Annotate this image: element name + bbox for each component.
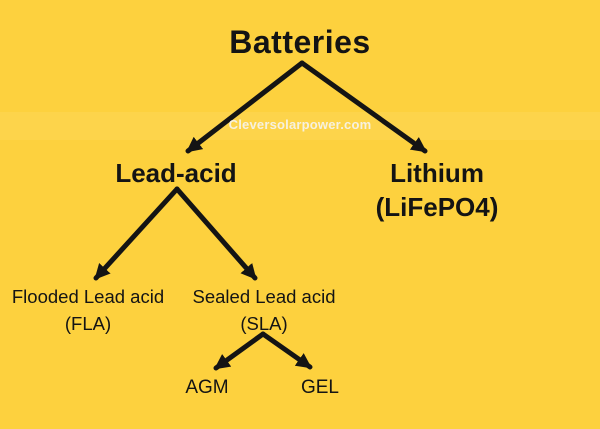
node-flooded-line2: (FLA) [64, 313, 112, 334]
watermark-band [0, 112, 600, 140]
node-lithium-line1: Lithium [390, 158, 484, 188]
node-lithium-line2: (LiFePO4) [375, 192, 499, 222]
arrow-sealed-to-agm [213, 331, 266, 371]
node-sealed-line2: (SLA) [240, 313, 288, 334]
node-flooded-lead-acid: Flooded Lead acid (FLA) [0, 283, 188, 337]
node-agm: AGM [185, 377, 229, 398]
node-gel: GEL [300, 377, 340, 398]
arrow-lead-acid-to-sealed [174, 186, 258, 281]
arrow-batteries-to-lithium [299, 60, 428, 154]
node-lithium: Lithium (LiFePO4) [337, 156, 537, 224]
arrow-sealed-to-gel [260, 331, 313, 370]
node-lead-acid: Lead-acid [115, 158, 237, 188]
node-sealed-line1: Sealed Lead acid [192, 286, 336, 307]
arrow-lead-acid-to-flooded [93, 186, 180, 281]
node-flooded-line1: Flooded Lead acid [11, 286, 165, 307]
arrow-batteries-to-lead-acid [185, 60, 305, 154]
watermark: Cleversolarpower.com [228, 117, 372, 132]
node-sealed-lead-acid: Sealed Lead acid (SLA) [164, 283, 364, 337]
node-batteries: Batteries [229, 24, 371, 60]
